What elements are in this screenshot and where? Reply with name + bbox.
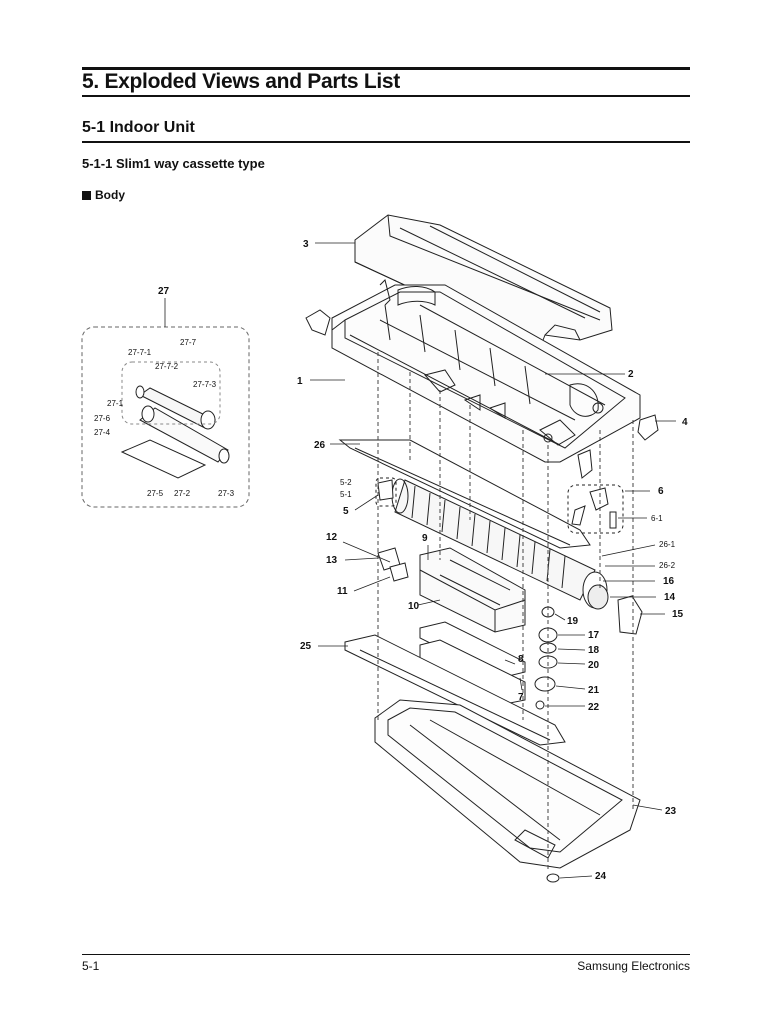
callout-16: 16 [663, 576, 675, 587]
callout-20: 20 [588, 660, 600, 671]
callout-22: 22 [588, 702, 600, 713]
section-heading: 5-1 Indoor Unit [82, 119, 195, 136]
callout-27-7: 27-7 [180, 338, 197, 347]
callout-3: 3 [303, 239, 309, 250]
callout-27-7-1: 27-7-1 [128, 348, 152, 357]
callout-27-7-2: 27-7-2 [155, 362, 179, 371]
top-rule [82, 67, 690, 70]
callout-27-1: 27-1 [107, 399, 124, 408]
group-label: Body [95, 188, 125, 202]
callout-13: 13 [326, 555, 338, 566]
callout-27: 27 [158, 286, 170, 297]
callout-14: 14 [664, 592, 676, 603]
title-underline [82, 95, 690, 97]
callout-25: 25 [300, 641, 312, 652]
callout-21: 21 [588, 685, 600, 696]
callout-19: 19 [567, 616, 579, 627]
callout-12: 12 [326, 532, 338, 543]
section-underline [82, 141, 690, 143]
callout-27-5: 27-5 [147, 489, 164, 498]
callout-18: 18 [588, 645, 600, 656]
callout-27-7-3: 27-7-3 [193, 380, 217, 389]
callout-6-1: 6-1 [651, 514, 663, 523]
callout-6: 6 [658, 486, 664, 497]
callout-2: 2 [628, 369, 634, 380]
group-heading: Body [82, 188, 125, 202]
callout-5-2: 5-2 [340, 478, 352, 487]
callout-5: 5 [343, 506, 349, 517]
callout-10: 10 [408, 601, 420, 612]
callout-27-6: 27-6 [94, 414, 111, 423]
company-name: Samsung Electronics [577, 959, 690, 973]
callout-7: 7 [518, 692, 524, 703]
callout-23: 23 [665, 806, 677, 817]
inset-assembly-27 [120, 361, 230, 479]
bottom-pan-part [374, 699, 641, 869]
callout-27-2: 27-2 [174, 489, 191, 498]
callout-26-1: 26-1 [659, 540, 676, 549]
callout-9: 9 [422, 533, 428, 544]
callout-15: 15 [672, 609, 684, 620]
callout-17: 17 [588, 630, 600, 641]
subsection-heading: 5-1-1 Slim1 way cassette type [82, 156, 265, 171]
main-chassis-part [331, 279, 641, 463]
footer-rule [82, 954, 690, 955]
callout-26: 26 [314, 440, 326, 451]
callout-27-3: 27-3 [218, 489, 235, 498]
page-title: 5. Exploded Views and Parts List [82, 70, 400, 93]
square-bullet-icon [82, 191, 91, 200]
callout-1: 1 [297, 376, 303, 387]
callout-11: 11 [337, 586, 348, 597]
callout-5-1: 5-1 [340, 490, 352, 499]
callout-8: 8 [518, 654, 524, 665]
callout-27-4: 27-4 [94, 428, 111, 437]
page-number: 5-1 [82, 959, 100, 973]
callout-4: 4 [682, 417, 688, 428]
callout-26-2: 26-2 [659, 561, 676, 570]
callout-24: 24 [595, 871, 607, 882]
control-box-part [419, 547, 526, 633]
